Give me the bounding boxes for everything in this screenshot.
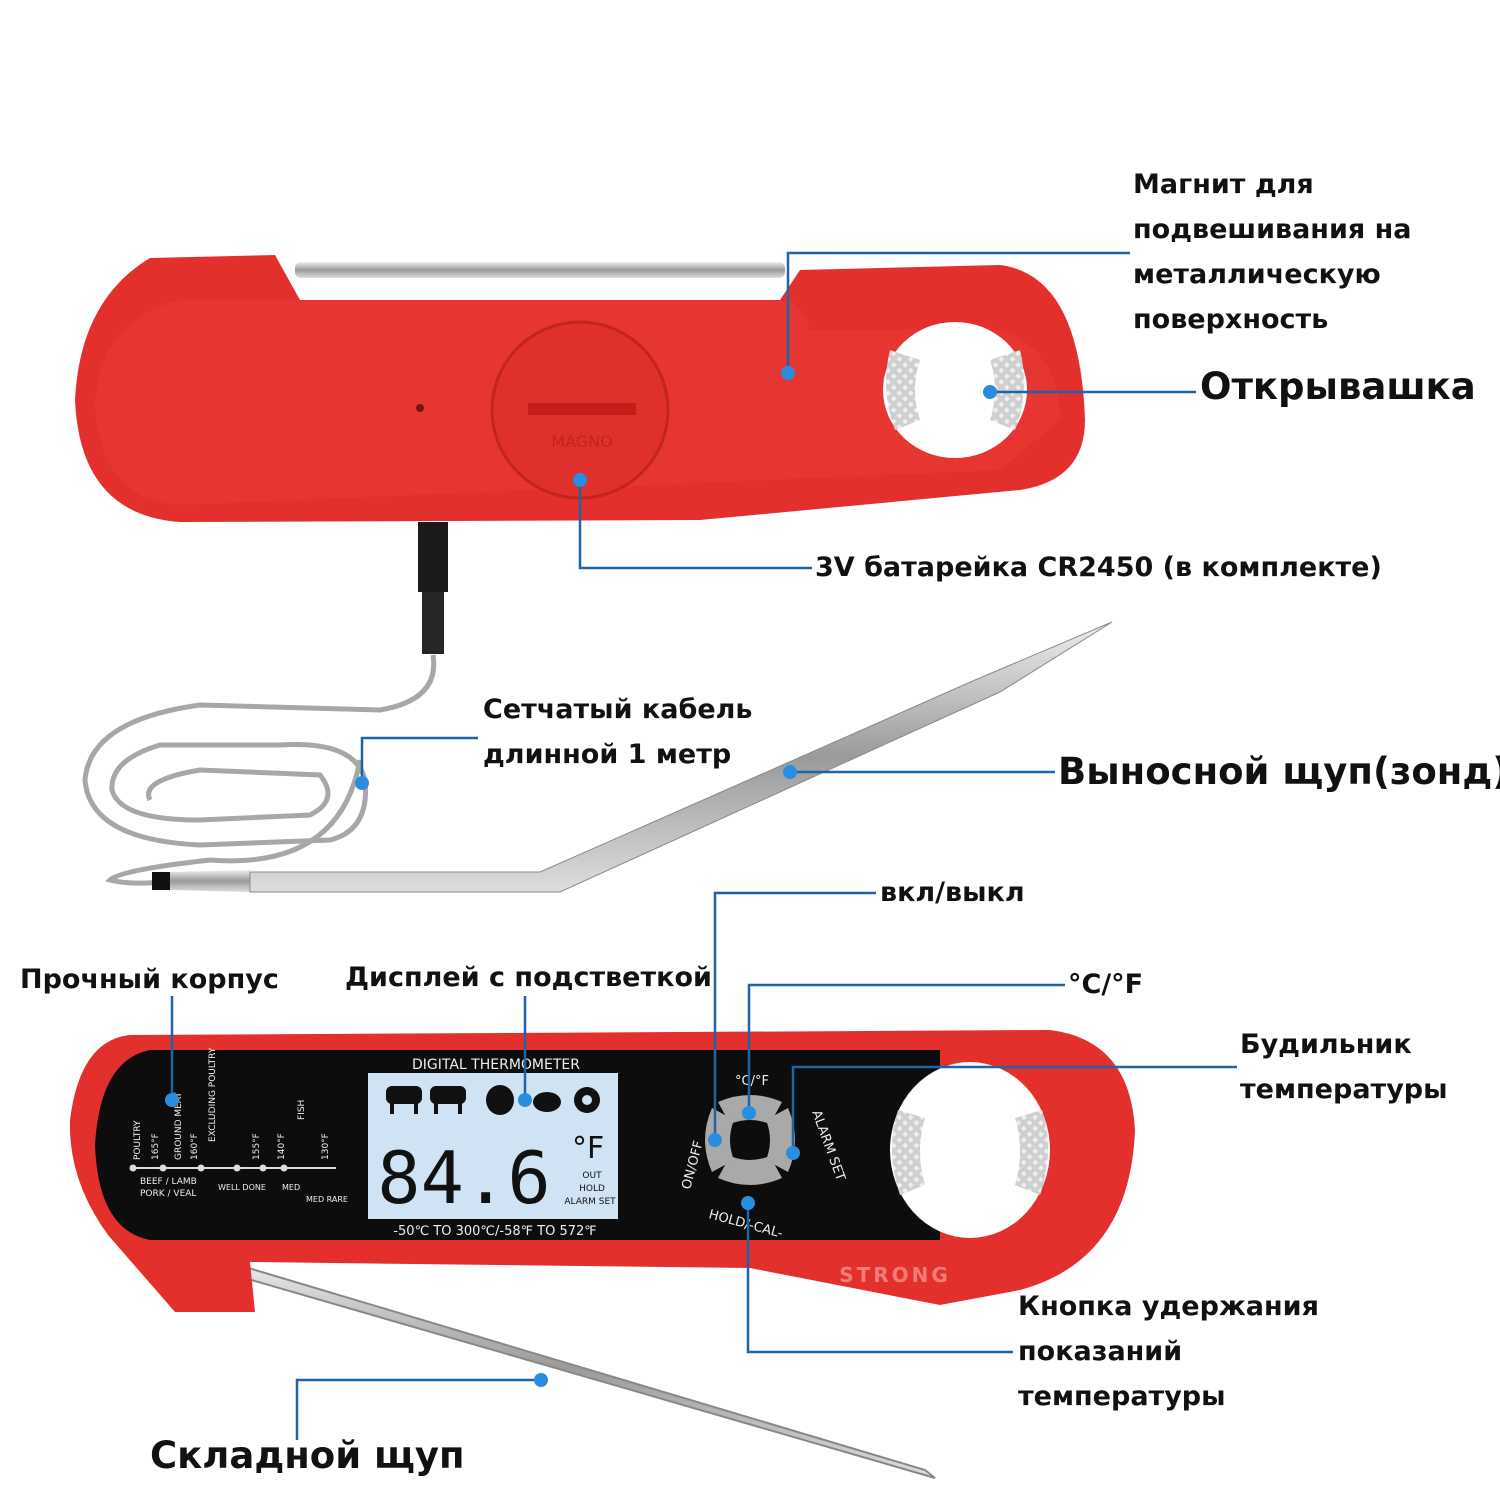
scale-temp-140: 140°F	[277, 1133, 287, 1160]
stowed-probe-rod	[295, 262, 785, 278]
scale-temp-165: 165°F	[151, 1133, 161, 1160]
scale-pork-veal: PORK / VEAL	[140, 1189, 196, 1199]
cover-text: MAGNO	[551, 432, 612, 451]
turkey-icon	[486, 1085, 514, 1115]
button-label-c-f: °C/°F	[735, 1074, 769, 1089]
label-battery: 3V батарейка CR2450 (в комплекте)	[815, 552, 1382, 583]
brand-logo: STRONG	[839, 1263, 951, 1287]
scale-temp-160: 160°F	[190, 1133, 200, 1160]
scale-well-done: WELL DONE	[218, 1183, 266, 1192]
range-text: -50℃ TO 300℃/-58℉ TO 572℉	[393, 1224, 596, 1239]
indicator-hold: HOLD	[579, 1184, 605, 1194]
bottom-thermometer: STRONG POULTRY 165°F GROUND MEAT 160°F E…	[69, 1030, 1135, 1479]
display-title: DIGITAL THERMOMETER	[412, 1057, 580, 1073]
label-units: °C/°F	[1068, 969, 1144, 1000]
label-body: Прочный корпус	[20, 964, 279, 995]
remote-probe	[152, 621, 1113, 893]
probe-jack	[418, 522, 448, 592]
scale-ground-meat: GROUND MEAT	[174, 1092, 184, 1160]
scale-med-rare: MED RARE	[306, 1195, 348, 1204]
bull-icon	[430, 1086, 466, 1104]
label-cable: Сетчатый кабель длинной 1 метр	[483, 694, 753, 770]
label-opener: Открывашка	[1200, 365, 1476, 408]
scale-poultry: POULTRY	[133, 1120, 143, 1160]
bottle-opener	[883, 322, 1027, 458]
label-magnet: Магнит для подвешивания на металлическую…	[1133, 169, 1412, 335]
indicator-out: OUT	[582, 1171, 602, 1181]
leader-dots	[165, 366, 997, 1387]
label-remote-probe: Выносной щуп(зонд)	[1058, 750, 1500, 793]
scale-med: MED	[282, 1183, 300, 1192]
unit-indicator: °F	[572, 1131, 604, 1166]
indicator-alarm-set: ALARM SET	[564, 1197, 616, 1207]
label-display: Дисплей с подстветкой	[345, 962, 712, 993]
label-folding-probe: Складной щуп	[150, 1434, 465, 1477]
scale-beef-lamb: BEEF / LAMB	[140, 1177, 197, 1187]
lcd-icons	[386, 1085, 600, 1115]
scale-temp-155: 155°F	[252, 1133, 262, 1160]
cow-icon	[386, 1086, 422, 1104]
scale-fish: FISH	[297, 1100, 307, 1120]
label-alarm: Будильник температуры	[1240, 1029, 1448, 1105]
mesh-cable	[82, 654, 437, 886]
label-hold: Кнопка удержания показаний температуры	[1018, 1291, 1319, 1412]
label-power: вкл/выкл	[880, 877, 1025, 908]
button-hold[interactable]	[718, 1156, 782, 1185]
sensor-hole	[416, 404, 424, 412]
temperature-reading: 84.6	[377, 1136, 550, 1220]
chicken-icon	[533, 1092, 561, 1112]
bottle-opener-bottom	[890, 1062, 1050, 1238]
top-thermometer: MAGNO	[75, 255, 1085, 654]
scale-temp-130: 130°F	[321, 1133, 331, 1160]
scale-excluding-poultry: EXCLUDING POULTRY	[208, 1047, 218, 1142]
leader-lines	[170, 251, 1237, 1440]
